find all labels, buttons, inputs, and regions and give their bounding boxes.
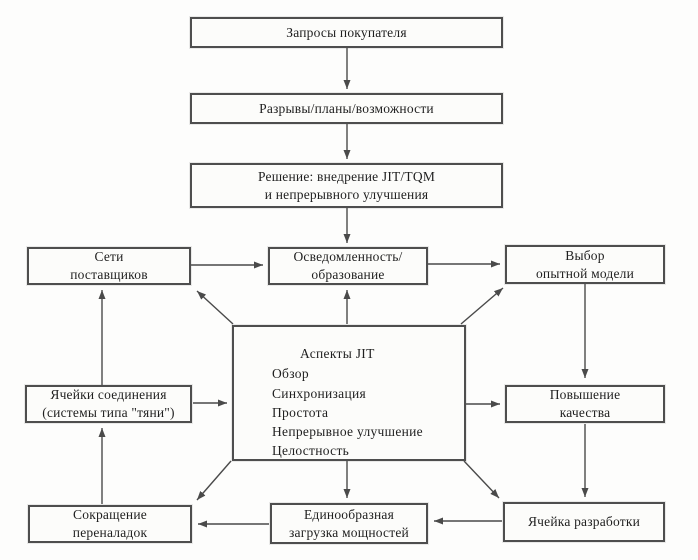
node-quality-improvement: Повышение качества bbox=[505, 385, 665, 423]
node-label: Сети поставщиков bbox=[70, 249, 148, 282]
node-decision-jit-tqm: Решение: внедрение JIT/TQM и непрерывног… bbox=[190, 163, 503, 208]
node-gaps-plans-opportunities: Разрывы/планы/возможности bbox=[190, 93, 503, 124]
node-label: Сокращение переналадок bbox=[72, 507, 148, 540]
node-jit-aspects: Аспекты JIT Обзор Синхронизация Простота… bbox=[232, 325, 466, 461]
node-label: Повышение качества bbox=[549, 387, 621, 420]
arrow-jit-to-setup bbox=[196, 460, 232, 501]
node-label: Единообразная загрузка мощностей bbox=[289, 506, 409, 540]
jit-aspects-title: Аспекты JIT bbox=[300, 346, 375, 361]
node-label: Ячейки соединения (системы типа "тяни") bbox=[42, 387, 175, 420]
node-setup-reduction: Сокращение переналадок bbox=[28, 505, 192, 543]
arrow-jit-to-model bbox=[460, 287, 504, 325]
jit-aspect-item: Синхронизация bbox=[272, 385, 367, 401]
node-label: Ячейка разработки bbox=[527, 514, 641, 530]
jit-aspect-item: Обзор bbox=[272, 366, 309, 382]
node-label: Разрывы/планы/возможности bbox=[259, 100, 434, 116]
node-uniform-capacity-loading: Единообразная загрузка мощностей bbox=[270, 503, 428, 544]
node-development-cell: Ячейка разработки bbox=[503, 502, 665, 542]
arrow-jit-to-suppliers bbox=[196, 290, 234, 325]
node-connection-cells: Ячейки соединения (системы типа "тяни") bbox=[25, 385, 192, 423]
arrow-jit-to-devcell bbox=[463, 460, 500, 499]
node-label: Решение: внедрение JIT/TQM и непрерывног… bbox=[257, 168, 436, 202]
node-pilot-model-selection: Выбор опытной модели bbox=[505, 245, 665, 284]
jit-aspect-item: Простота bbox=[272, 404, 329, 420]
node-label: Осведомленность/ образование bbox=[293, 249, 403, 282]
node-supplier-networks: Сети поставщиков bbox=[27, 247, 191, 285]
node-awareness-education: Осведомленность/ образование bbox=[268, 247, 428, 285]
jit-aspect-item: Непрерывное улучшение bbox=[272, 424, 423, 440]
node-customer-requests: Запросы покупателя bbox=[190, 17, 503, 48]
node-label: Выбор опытной модели bbox=[535, 247, 635, 281]
node-label: Запросы покупателя bbox=[286, 24, 407, 40]
jit-aspect-item: Целостность bbox=[272, 443, 350, 459]
